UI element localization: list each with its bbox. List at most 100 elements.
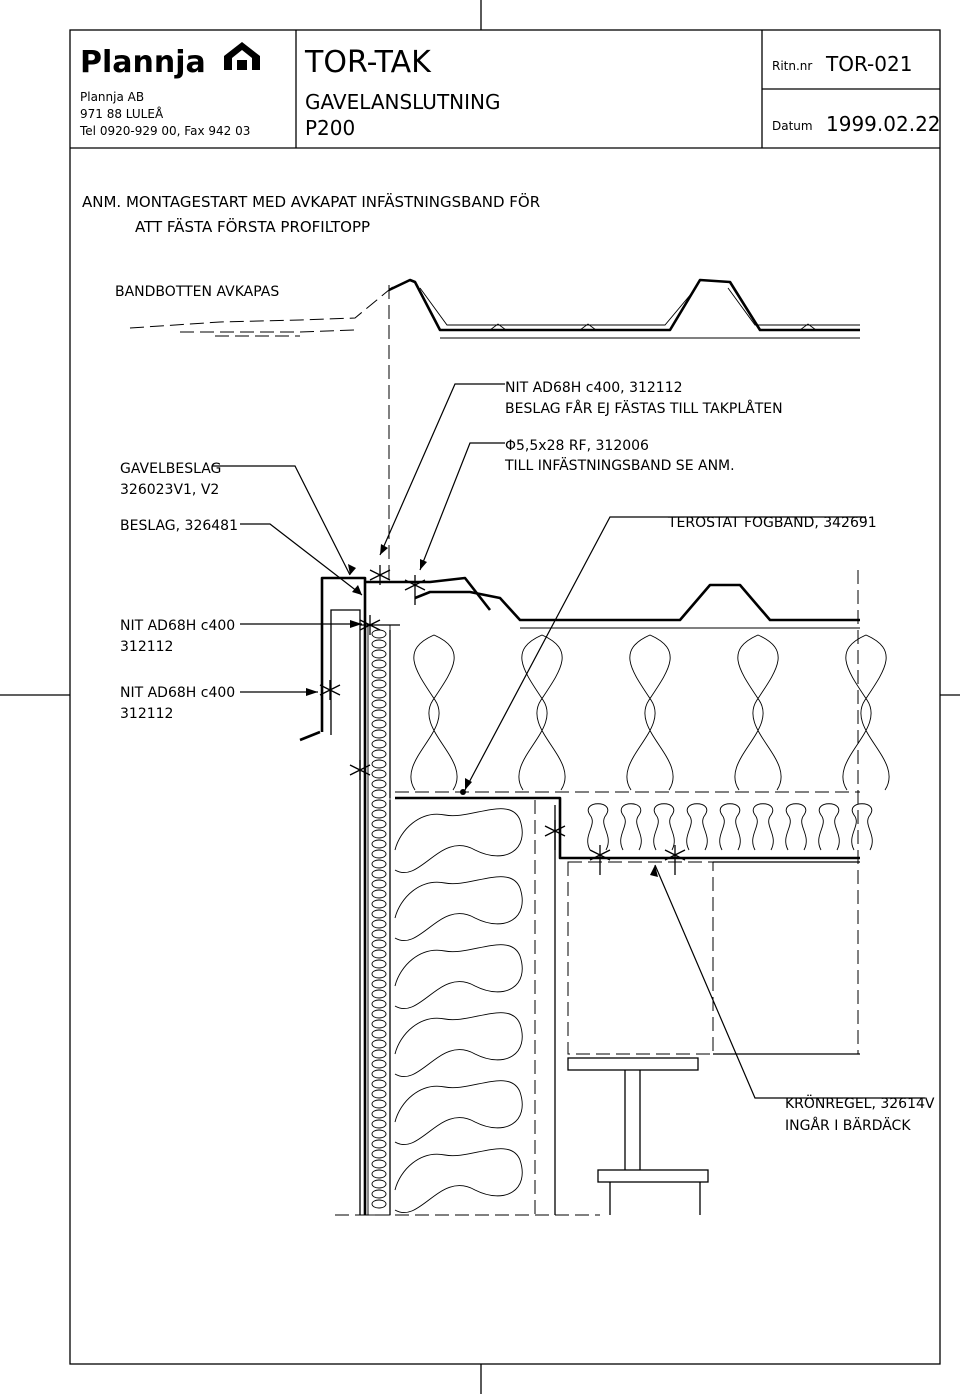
insulation-loop	[371, 1129, 387, 1139]
insulation-loop	[371, 709, 387, 719]
terostat-label: TEROSTAT FOGBAND, 342691	[667, 515, 877, 531]
logo-house-icon	[224, 42, 260, 70]
insulation-loop	[371, 1039, 387, 1049]
insulation-loop	[371, 699, 387, 709]
insulation-loop	[686, 803, 708, 851]
insulation-loop	[371, 919, 387, 929]
insulation-loop	[371, 859, 387, 869]
insulation-loop	[371, 979, 387, 989]
left-labels: GAVELBESLAG 326023V1, V2 BESLAG, 326481	[120, 461, 363, 596]
insulation-loop	[371, 899, 387, 909]
kronregel-label-2: INGÅR I BÄRDÄCK	[785, 1116, 911, 1134]
wall-insulation-big-loops	[394, 808, 523, 1213]
insulation-loop	[734, 634, 782, 791]
insulation-loop	[371, 779, 387, 789]
insulation-loop	[371, 1019, 387, 1029]
insulation-loop	[851, 803, 873, 851]
insulation-loop	[371, 1109, 387, 1119]
insulation-loop	[842, 634, 890, 791]
insulation-loop	[371, 1189, 387, 1199]
insulation-loop	[371, 809, 387, 819]
insulation-loop	[371, 1169, 387, 1179]
nit-side-b-label-2: 312112	[120, 706, 173, 722]
nit-side-b-label-1: NIT AD68H c400	[120, 685, 235, 701]
insulation-loop	[394, 1148, 523, 1213]
insulation-loop	[371, 849, 387, 859]
insulation-loop	[587, 803, 609, 851]
roof-deck	[395, 796, 860, 860]
insulation-loop	[371, 839, 387, 849]
company-address: 971 88 LULEÅ	[80, 106, 164, 121]
insulation-loop	[371, 1179, 387, 1189]
insulation-loop	[394, 944, 523, 1009]
insulation-loop	[371, 1199, 387, 1209]
insulation-loop	[410, 634, 458, 791]
insulation-loop	[371, 989, 387, 999]
upper-profile-detail: BANDBOTTEN AVKAPAS	[115, 278, 860, 580]
terostat-leader	[464, 516, 866, 791]
insulation-loop	[818, 803, 840, 851]
beslag-leader	[240, 523, 363, 596]
gable-section: NIT AD68H c400 312112 NIT AD68H c400 312…	[120, 565, 935, 1216]
company-phone: Tel 0920-929 00, Fax 942 03	[79, 124, 250, 138]
roof-sheet	[414, 583, 860, 622]
insulation-loop	[653, 803, 675, 851]
insulation-loop	[371, 739, 387, 749]
profile-title: P200	[305, 116, 355, 140]
insulation-loop	[371, 1159, 387, 1169]
beslag-label: BESLAG, 326481	[120, 518, 238, 534]
insulation-loop	[719, 803, 741, 851]
roof-insulation-loops	[410, 634, 890, 791]
nit-top-label-1: NIT AD68H c400, 312112	[505, 380, 683, 396]
gavelbeslag-label-2: 326023V1, V2	[120, 482, 219, 498]
logo-wordmark: Plannja	[80, 45, 206, 80]
insulation-loop	[371, 1089, 387, 1099]
wall-insulation-loops	[371, 629, 387, 1209]
insulation-loop	[371, 749, 387, 759]
insulation-loop	[371, 769, 387, 779]
date-label: Datum	[772, 119, 813, 133]
nit-top-label-2: BESLAG FÅR EJ FÄSTAS TILL TAKPLÅTEN	[505, 399, 783, 417]
steel-i-beam	[567, 1057, 709, 1215]
right-labels: NIT AD68H c400, 312112 BESLAG FÅR EJ FÄS…	[379, 380, 877, 795]
insulation-loop	[371, 929, 387, 939]
kronregel-label-1: KRÖNREGEL, 32614V	[785, 1094, 935, 1112]
insulation-loop	[620, 803, 642, 851]
insulation-loop	[394, 1012, 523, 1077]
insulation-loop	[371, 879, 387, 889]
insulation-loop	[371, 1119, 387, 1129]
title-block: Plannja Plannja AB 971 88 LULEÅ Tel 0920…	[70, 30, 941, 149]
date-value: 1999.02.22	[826, 112, 941, 136]
insulation-loop	[371, 679, 387, 689]
bandbotten-label: BANDBOTTEN AVKAPAS	[115, 284, 279, 300]
nit-side-a-label-1: NIT AD68H c400	[120, 618, 235, 634]
screw-leader	[419, 442, 505, 571]
insulation-loop	[371, 639, 387, 649]
insulation-loop	[371, 1079, 387, 1089]
drawing-number-label: Ritn.nr	[772, 59, 812, 73]
nit-top-leader	[379, 383, 505, 556]
insulation-loop	[371, 1149, 387, 1159]
insulation-loop	[371, 669, 387, 679]
nit-side-a-label-2: 312112	[120, 639, 173, 655]
detail-title: GAVELANSLUTNING	[305, 90, 500, 114]
insulation-loop	[371, 889, 387, 899]
insulation-loop	[371, 969, 387, 979]
insulation-loop	[371, 869, 387, 879]
insulation-loop	[371, 789, 387, 799]
note-line-1: ANM. MONTAGESTART MED AVKAPAT INFÄSTNING…	[82, 192, 540, 211]
gavelbeslag-label-1: GAVELBESLAG	[120, 461, 221, 477]
insulation-loop	[371, 829, 387, 839]
gable-flashing	[320, 576, 367, 1215]
insulation-loop	[371, 1099, 387, 1109]
insulation-loop	[752, 803, 774, 851]
insulation-loop	[371, 689, 387, 699]
insulation-loop	[371, 759, 387, 769]
insulation-loop	[371, 1069, 387, 1079]
gavelbeslag-leader	[212, 465, 351, 576]
insulation-loop	[371, 729, 387, 739]
insulation-loop	[371, 629, 387, 639]
insulation-loop	[371, 959, 387, 969]
drawing-number: TOR-021	[825, 52, 912, 76]
